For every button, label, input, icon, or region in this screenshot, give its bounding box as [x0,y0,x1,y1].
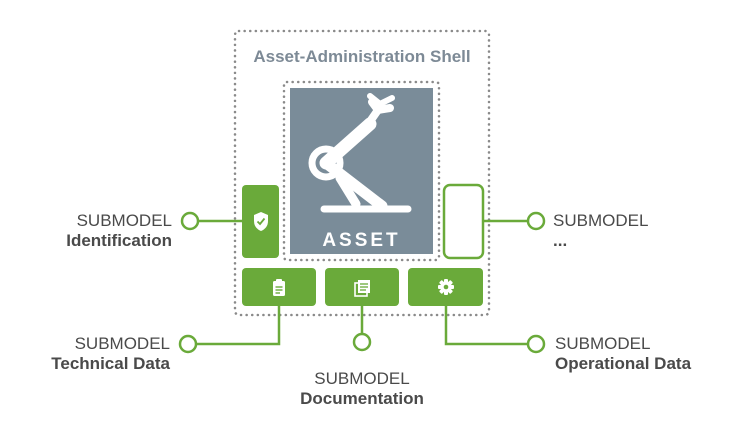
documentation-line1: SUBMODEL [314,369,410,388]
technical-line2: Technical Data [51,354,170,373]
technical-label: SUBMODEL Technical Data [10,334,170,374]
more-line1: SUBMODEL [553,211,649,230]
technical-port [178,334,198,354]
asset-label: ASSET [322,230,401,251]
more-port [526,211,546,231]
robot-arm-icon [308,93,412,213]
shield-check-icon [254,212,268,231]
more-line2: ... [553,231,568,250]
technical-line1: SUBMODEL [74,334,170,353]
documentation-label: SUBMODEL Documentation [272,369,452,409]
operational-connector [444,306,529,346]
connectors [178,211,546,354]
identification-port [180,211,200,231]
documentation-port [352,332,372,352]
gear-icon [438,279,454,295]
clipboard-icon [273,279,285,296]
operational-port [526,334,546,354]
shell-title: Asset-Administration Shell [253,47,471,66]
identification-line1: SUBMODEL [76,211,172,230]
more-block [442,183,485,260]
more-label: SUBMODEL ... [553,211,713,251]
operational-line2: Operational Data [555,354,692,373]
documentation-line2: Documentation [300,389,424,408]
identification-line2: Identification [66,231,172,250]
operational-label: SUBMODEL Operational Data [555,334,740,374]
technical-connector [195,306,281,346]
documents-icon [354,280,370,297]
asset-boundary [282,80,441,262]
operational-line1: SUBMODEL [555,334,651,353]
identification-label: SUBMODEL Identification [20,211,172,251]
shell-boundary [233,29,491,317]
